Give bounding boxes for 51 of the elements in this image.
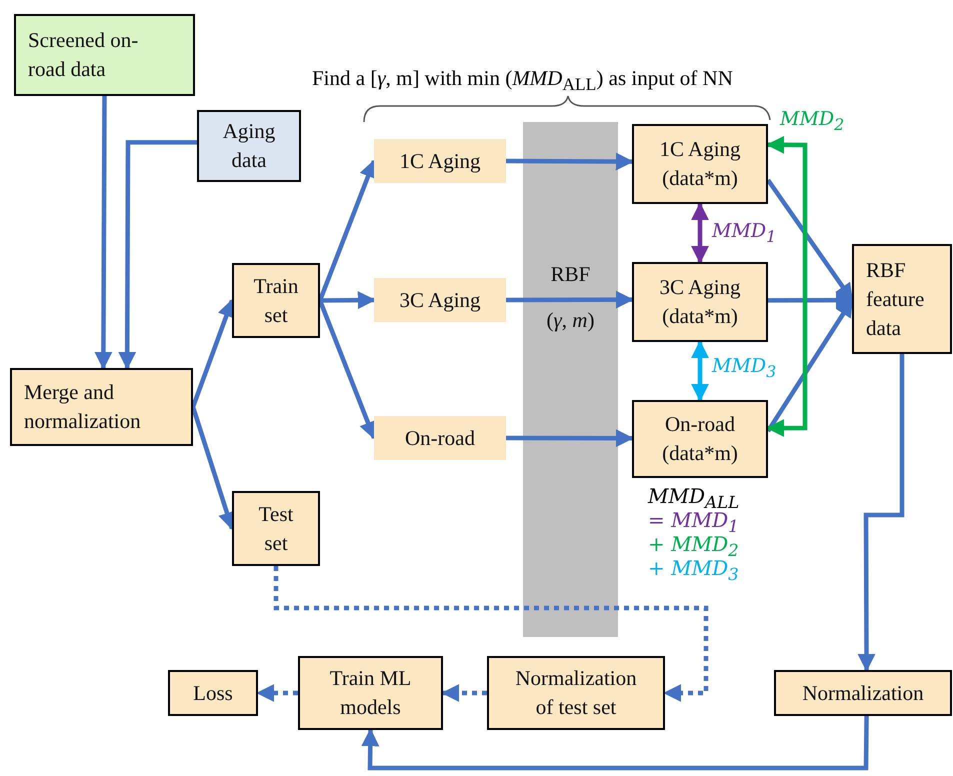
process-box — [632, 124, 768, 204]
node-label: Merge and normalization — [24, 379, 142, 435]
arrow — [190, 298, 235, 408]
node-label: Screened on-road data — [28, 27, 140, 83]
arrow — [506, 290, 634, 309]
node-label: On-road — [405, 424, 475, 452]
node-label: Loss — [193, 680, 233, 706]
arrow — [256, 684, 298, 702]
process-box — [774, 670, 952, 716]
node-label: 1C Aging — [399, 148, 481, 174]
process-box — [232, 491, 320, 566]
node-label: Normalization of test set — [514, 665, 638, 721]
process-box — [298, 656, 443, 730]
process-box — [168, 670, 258, 716]
arrow — [318, 300, 376, 440]
node-label: 3C Aging (data*m) — [658, 274, 742, 330]
node-label: 1C Aging (data*m) — [658, 136, 742, 192]
process-box — [374, 139, 506, 183]
arrow — [441, 684, 487, 702]
arrow — [274, 566, 708, 702]
arrow — [118, 140, 197, 370]
band-label: (γ, m) — [546, 308, 596, 332]
node-label: Train ML models — [328, 665, 412, 721]
process-box — [374, 416, 506, 460]
process-box — [14, 14, 195, 96]
process-box — [632, 400, 768, 478]
node-label: Normalization — [802, 680, 924, 706]
node-label: RBF feature data — [866, 256, 926, 342]
arrow — [94, 96, 112, 370]
node-label: On-road (data*m) — [661, 411, 739, 467]
node-label: Aging data — [222, 118, 276, 174]
node-label: Train set — [252, 272, 300, 328]
annotation-text: Find a [γ, m] with min (MMD$_{ALL}$) as input of NN — [312, 66, 733, 96]
arrow — [506, 152, 634, 171]
node-label: 3C Aging — [399, 286, 481, 314]
process-box — [232, 263, 320, 338]
process-box — [632, 262, 768, 342]
process-box — [374, 278, 506, 322]
arrow — [691, 202, 709, 264]
process-box — [197, 110, 301, 182]
arrow — [858, 354, 904, 672]
process-box — [852, 244, 952, 354]
arrow — [361, 716, 869, 770]
band-label: RBF — [550, 262, 592, 286]
process-box — [10, 368, 193, 446]
node-label: Test set — [258, 500, 294, 556]
process-box — [487, 656, 665, 730]
arrow — [320, 291, 376, 310]
arrow — [506, 429, 634, 448]
arrow — [766, 136, 808, 438]
arrow — [691, 340, 709, 402]
